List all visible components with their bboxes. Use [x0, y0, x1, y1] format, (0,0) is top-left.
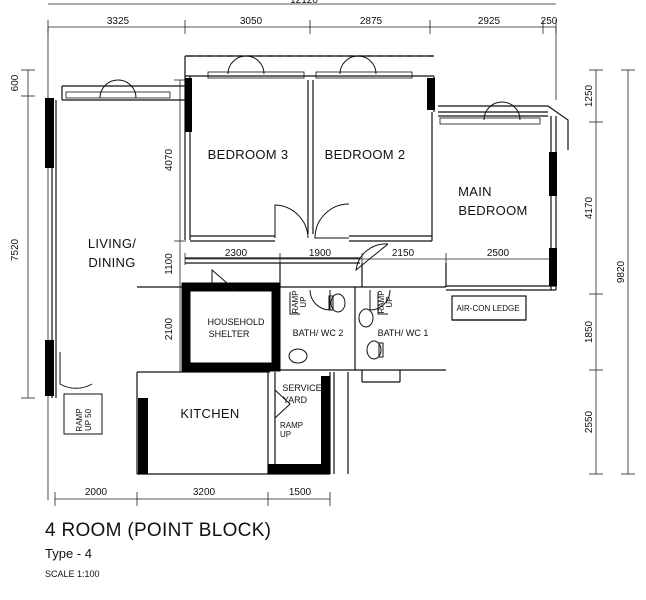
fixtures [63, 292, 388, 435]
label-service-1: SERVICE [282, 383, 321, 393]
label-household-1: HOUSEHOLD [207, 317, 265, 327]
dim-mid-2: 1900 [309, 248, 332, 259]
toilet-bath2 [330, 293, 346, 313]
label-bath-2: BATH/ WC 2 [293, 328, 344, 338]
dim-bottom-2: 3200 [193, 487, 216, 498]
ramp-bath1-up: UP [385, 296, 394, 307]
dim-right-outer: 9820 [616, 260, 627, 283]
dim-top-3: 2875 [360, 16, 383, 27]
dimension-labels: 12120 3325 3050 2875 2925 250 600 7520 4… [10, 0, 627, 498]
label-main-bedroom-2: BEDROOM [458, 203, 527, 218]
label-bath-1: BATH/ WC 1 [378, 328, 429, 338]
label-aircon-ledge: AIR-CON LEDGE [456, 304, 519, 313]
ramp-bath2-up: UP [299, 296, 308, 307]
ramp-entry-line1: RAMP [75, 408, 84, 431]
dim-left-1: 600 [10, 74, 21, 91]
ramp-service-up: UP [280, 430, 291, 439]
dim-top-2: 3050 [240, 16, 263, 27]
dim-inner-v-2: 1100 [164, 253, 175, 275]
dim-top-4: 2925 [478, 16, 501, 27]
dim-overall-top: 12120 [290, 0, 318, 6]
label-bedroom-3: BEDROOM 3 [208, 147, 289, 162]
dim-inner-v-1: 4070 [164, 148, 175, 171]
dim-bottom-1: 2000 [85, 487, 108, 498]
dim-right-3: 1850 [584, 320, 595, 343]
household-shelter [181, 282, 281, 372]
dim-mid-4: 2500 [487, 248, 510, 259]
wall-columns [45, 78, 557, 474]
plan-subtitle: Type - 4 [45, 546, 92, 561]
dim-bottom-3: 1500 [289, 487, 312, 498]
ramp-bath2-ramp: RAMP [291, 290, 300, 313]
dim-inner-v-3: 2100 [164, 317, 175, 340]
plan-title: 4 ROOM (POINT BLOCK) [45, 520, 272, 541]
ramp-labels: RAMP UP RAMP UP RAMP UP RAMP UP 50 [75, 290, 394, 439]
toilet-bath1 [366, 340, 382, 360]
ramp-entry-line2: UP 50 [84, 408, 93, 431]
dim-right-1: 1250 [584, 84, 595, 107]
dim-left-2: 7520 [10, 238, 21, 261]
label-service-2: YARD [283, 395, 308, 405]
label-living-2: DINING [88, 255, 135, 270]
dim-right-2: 4170 [584, 196, 595, 219]
doors [59, 55, 521, 419]
dim-mid-1: 2300 [225, 248, 248, 259]
ramp-bath1-ramp: RAMP [377, 290, 386, 313]
dim-mid-3: 2150 [392, 248, 415, 259]
windows [65, 71, 541, 125]
ramp-service-ramp: RAMP [280, 421, 303, 430]
dim-top-1: 3325 [107, 16, 130, 27]
label-household-2: SHELTER [209, 329, 250, 339]
dim-top-5: 250 [541, 16, 558, 27]
room-labels: BEDROOM 3 BEDROOM 2 MAIN BEDROOM LIVING/… [88, 147, 528, 421]
label-bedroom-2: BEDROOM 2 [325, 147, 406, 162]
dim-right-4: 2550 [584, 410, 595, 433]
label-kitchen: KITCHEN [180, 406, 239, 421]
label-main-bedroom-1: MAIN [458, 184, 492, 199]
label-living-1: LIVING/ [88, 236, 136, 251]
plan-scale: SCALE 1:100 [45, 569, 100, 579]
